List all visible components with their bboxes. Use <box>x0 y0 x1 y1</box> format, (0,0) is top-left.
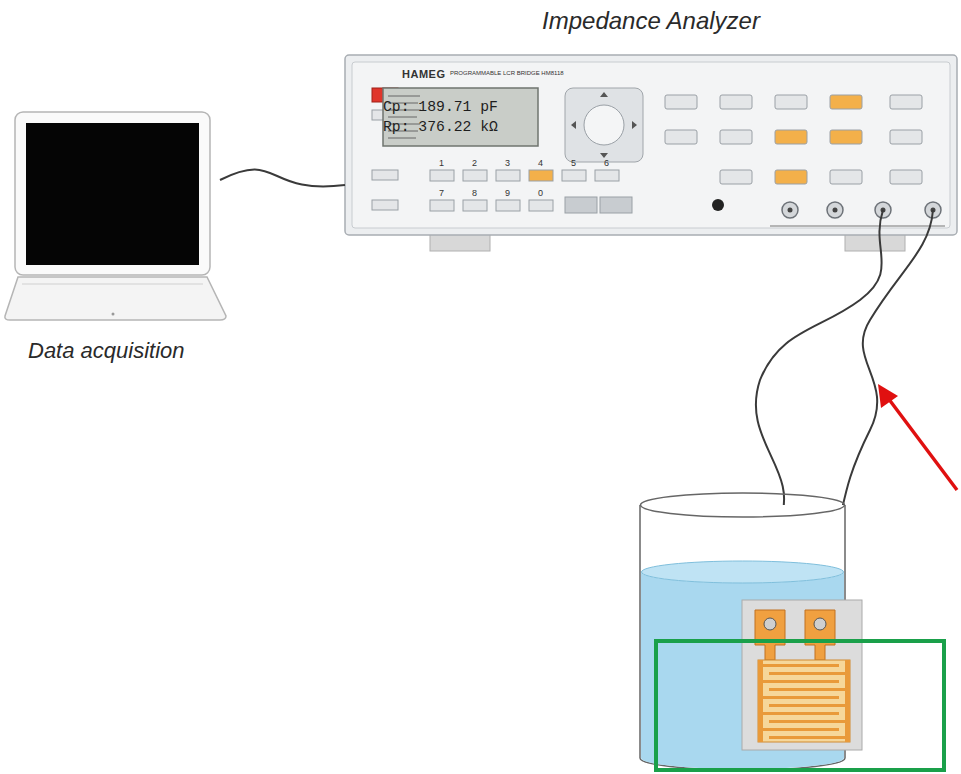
key-number: 0 <box>538 188 543 198</box>
laptop-base <box>5 277 226 320</box>
electrode-finger <box>763 680 839 683</box>
model-name: PROGRAMMABLE LCR BRIDGE HM8118 <box>450 70 564 76</box>
panel-button <box>775 170 807 184</box>
panel-button <box>372 170 398 180</box>
instrument-panel <box>352 62 950 228</box>
panel-button <box>890 130 922 144</box>
jack-bracket <box>770 226 945 227</box>
electrode-finger <box>769 720 845 723</box>
panel-button <box>665 95 697 109</box>
key <box>595 170 619 181</box>
key <box>430 170 454 181</box>
pointer-arrow <box>888 398 957 490</box>
electrode-finger <box>769 672 845 675</box>
key <box>529 170 553 181</box>
electrode-pad <box>805 610 835 660</box>
panel-button <box>830 130 862 144</box>
electrode-busbar <box>758 660 763 742</box>
panel-button <box>890 170 922 184</box>
display-reading: Cp: 189.71 pF <box>383 88 500 117</box>
nav-pad <box>565 88 643 162</box>
key <box>562 170 586 181</box>
bnc-jacks <box>782 202 941 218</box>
interdigitated-fingers <box>763 664 845 739</box>
electrode-finger <box>763 728 839 731</box>
laptop-lid <box>15 112 210 275</box>
sensor-substrate <box>742 600 862 750</box>
nav-arrows <box>571 92 637 158</box>
pointer-arrowhead <box>878 384 898 408</box>
jack-centers <box>788 208 936 213</box>
electrode-finger <box>769 688 845 691</box>
key-number: 5 <box>571 158 576 168</box>
panel-button <box>720 130 752 144</box>
panel-button <box>890 95 922 109</box>
key-number: 9 <box>505 188 510 198</box>
laptop-screen <box>26 123 199 265</box>
panel-button <box>665 130 697 144</box>
highlight-box <box>656 641 944 770</box>
key <box>430 200 454 211</box>
panel-buttons <box>430 95 922 213</box>
key <box>565 197 597 213</box>
electrode-finger <box>763 696 839 699</box>
laptop-led <box>112 313 115 316</box>
key <box>529 200 553 211</box>
laptop: Data acquisition <box>10 110 220 322</box>
key-number: 8 <box>472 188 477 198</box>
instrument-title: Impedance Analyzer <box>345 7 957 35</box>
liquid-surface <box>642 561 844 583</box>
panel-button <box>372 200 398 210</box>
key-number: 3 <box>505 158 510 168</box>
key-number: 1 <box>439 158 444 168</box>
lcd-screen <box>383 88 538 146</box>
panel-button <box>830 95 862 109</box>
key <box>496 170 520 181</box>
screw-contact <box>814 618 826 630</box>
laptop-caption: Data acquisition <box>28 338 185 364</box>
beaker-rim <box>641 493 845 517</box>
panel-button <box>830 170 862 184</box>
key <box>463 170 487 181</box>
adjust-knob <box>712 199 724 211</box>
key <box>600 197 632 213</box>
brand-name: HAMEG <box>402 68 445 80</box>
laptop-keyboard-edge <box>22 284 203 285</box>
key-number: 6 <box>604 158 609 168</box>
electrode-area <box>758 660 850 742</box>
panel-button <box>720 170 752 184</box>
nav-wheel <box>584 105 624 145</box>
key-number: 7 <box>439 188 444 198</box>
panel-button <box>720 95 752 109</box>
panel-button <box>775 130 807 144</box>
electrode-finger <box>769 704 845 707</box>
lcd-display: Cp: 189.71 pFRp: 376.22 kΩ <box>383 88 500 146</box>
key-number: 2 <box>472 158 477 168</box>
data-cable <box>220 170 345 187</box>
electrode-pad <box>755 610 785 660</box>
instrument: Impedance AnalyzerCp: 189.71 pFRp: 376.2… <box>345 55 957 235</box>
electrode-finger <box>769 736 845 739</box>
screw-contact <box>764 618 776 630</box>
instrument-body <box>345 55 957 235</box>
electrode-finger <box>763 712 839 715</box>
panel-button <box>775 95 807 109</box>
electrode-finger <box>763 664 839 667</box>
electrode-busbar <box>845 660 850 742</box>
key-number: 4 <box>538 158 543 168</box>
display-reading: Rp: 376.22 kΩ <box>383 117 500 137</box>
key <box>496 200 520 211</box>
key <box>463 200 487 211</box>
